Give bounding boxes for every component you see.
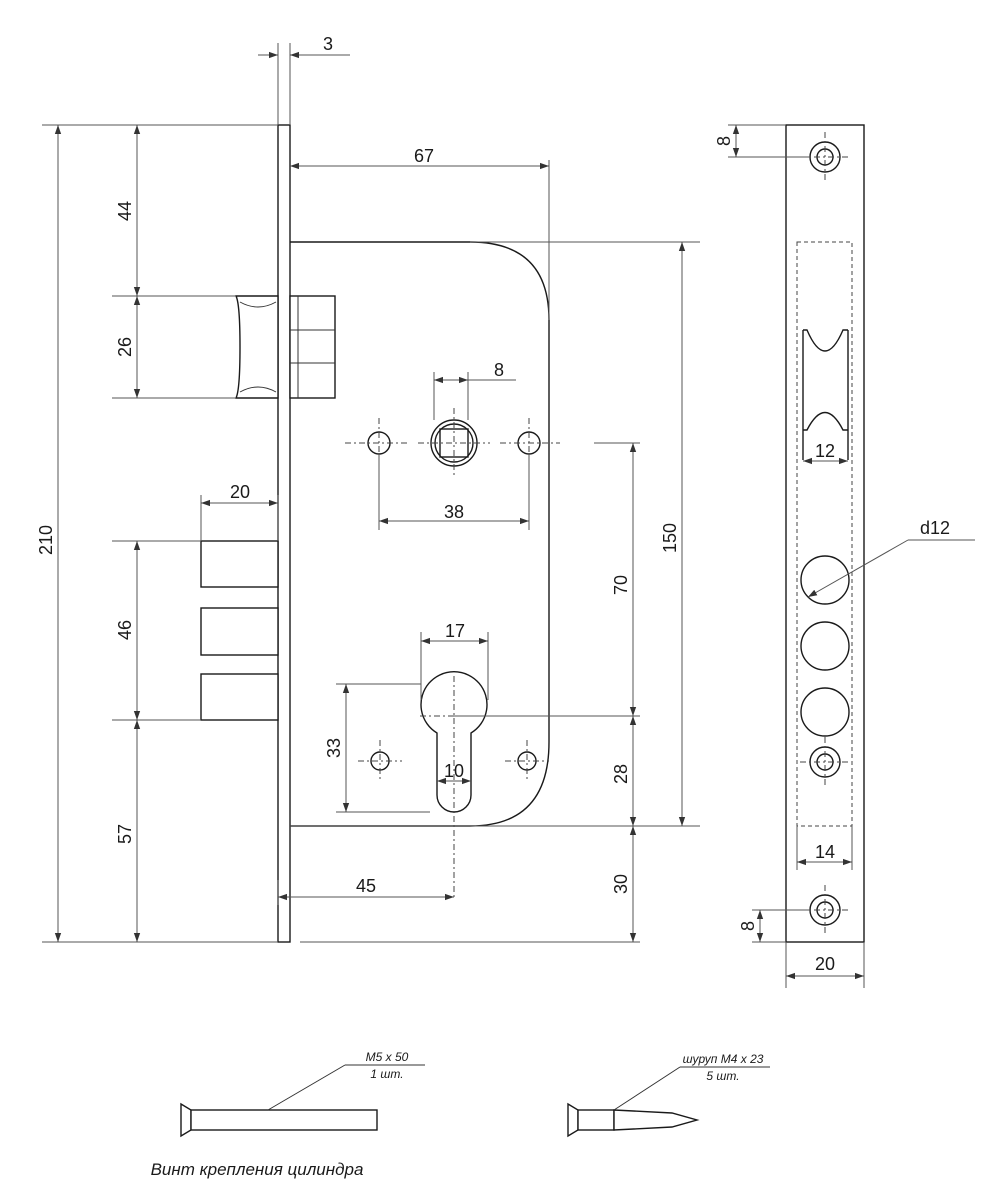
dim-70: 70: [611, 575, 631, 595]
dim-210: 210: [36, 525, 56, 555]
dim-57: 57: [115, 824, 135, 844]
faceplate: [277, 124, 291, 943]
upper-holes: [345, 408, 560, 478]
cylinder-bolt: M5 x 50 1 шт.: [180, 1050, 425, 1138]
latch-hole: [800, 555, 850, 605]
dim-46: 46: [115, 620, 135, 640]
screw-callout-line2: 5 шт.: [706, 1069, 739, 1083]
deadbolt: [234, 295, 336, 399]
dim-45: 45: [356, 876, 376, 896]
dim-12: 12: [815, 441, 835, 461]
dim-38: 38: [444, 502, 464, 522]
dim-8-spindle: 8: [494, 360, 504, 380]
dim-10: 10: [444, 761, 464, 781]
screw-callout-line1: шуруп M4 x 23: [683, 1052, 764, 1066]
dim-28: 28: [611, 764, 631, 784]
dim-20-plate: 20: [815, 954, 835, 974]
faceplate-side-view: 12 d12 14 8 8: [714, 124, 975, 988]
dim-17: 17: [445, 621, 465, 641]
dim-8-top: 8: [714, 136, 734, 146]
dim-3: 3: [323, 34, 333, 54]
latch-hole: [800, 687, 850, 737]
dim-30: 30: [611, 874, 631, 894]
dim-d12: d12: [920, 518, 950, 538]
lock-body: [290, 241, 550, 827]
bolt-callout-line2: 1 шт.: [370, 1067, 403, 1081]
lower-holes: [358, 740, 549, 782]
front-view: 3 67 210 44 26 46 57 20 8 38 150 70 17 3…: [36, 34, 700, 943]
latch-bolts: [200, 540, 279, 721]
dim-67: 67: [414, 146, 434, 166]
bolt-slot: [802, 329, 849, 460]
dim-14: 14: [815, 842, 835, 862]
bolt-callout-line1: M5 x 50: [366, 1050, 409, 1064]
dim-26: 26: [115, 337, 135, 357]
spindle-hole: [418, 408, 490, 478]
latch-hole: [800, 621, 850, 671]
cylinder-cutout: [420, 671, 490, 900]
dim-20-latch: 20: [230, 482, 250, 502]
caption: Винт крепления цилиндра: [151, 1160, 364, 1179]
dim-33: 33: [324, 738, 344, 758]
wood-screw: шуруп M4 x 23 5 шт.: [567, 1052, 770, 1138]
dim-8-bottom: 8: [738, 921, 758, 931]
dim-44: 44: [115, 201, 135, 221]
dim-150: 150: [660, 523, 680, 553]
